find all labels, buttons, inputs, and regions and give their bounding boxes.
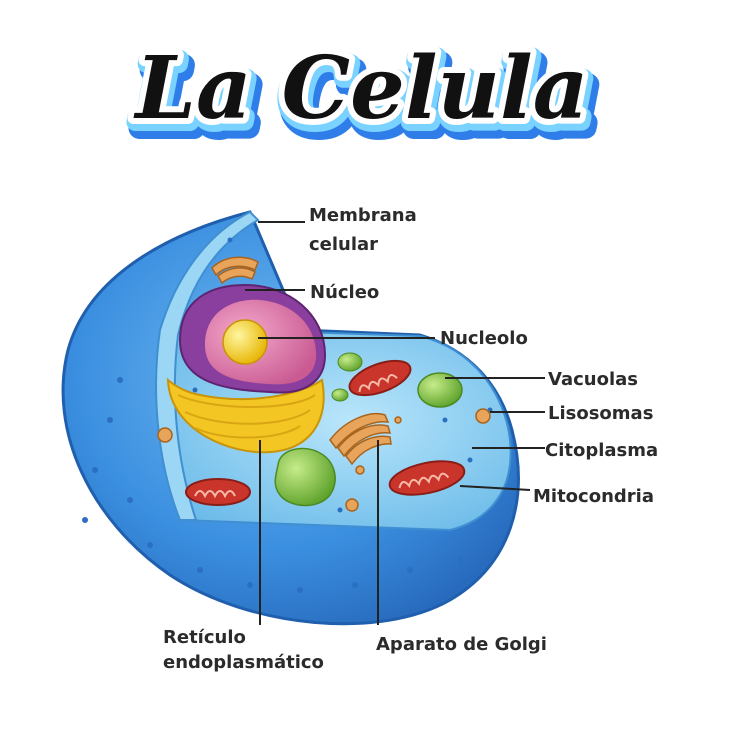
title-shadow: La Celula — [139, 48, 595, 149]
lysosome-3 — [345, 498, 359, 512]
label-golgi: Aparato de Golgi — [376, 634, 547, 655]
label-membrana-2: celular — [309, 234, 378, 255]
vacuole-large — [274, 447, 336, 507]
vacuole-small-1 — [337, 352, 363, 372]
label-vacuolas: Vacuolas — [548, 369, 638, 390]
title-graphic: La Celula La Celula La Celula La Celula — [126, 32, 606, 160]
label-nucleo: Núcleo — [310, 282, 379, 303]
endoplasmic-reticulum — [166, 377, 325, 454]
lysosome-2 — [157, 427, 173, 443]
vacuole-small-2 — [331, 388, 349, 402]
leader-mitocondria — [459, 485, 531, 491]
mitochondria-2 — [388, 460, 466, 496]
page-title: La Celula — [133, 38, 589, 139]
title-glow: La Celula — [135, 42, 591, 143]
golgi-top — [211, 256, 259, 285]
vacuole-right — [417, 372, 463, 408]
golgi-apparatus — [329, 413, 402, 475]
label-mitocondria: Mitocondria — [533, 486, 654, 507]
label-reticulo-2: endoplasmático — [163, 652, 324, 673]
title-banner: La Celula La Celula La Celula La Celula — [0, 18, 736, 168]
leader-lines — [245, 221, 545, 625]
cut-wall — [155, 210, 260, 521]
lysosome-1 — [475, 408, 491, 424]
mitochondria-1 — [348, 359, 412, 397]
title-outline: La Celula — [133, 38, 589, 139]
label-reticulo-1: Retículo — [163, 627, 246, 648]
nucleolus — [222, 319, 268, 365]
label-nucleolo: Nucleolo — [440, 328, 528, 349]
label-citoplasma: Citoplasma — [545, 440, 658, 461]
label-lisosomas: Lisosomas — [548, 403, 653, 424]
label-membrana-1: Membrana — [309, 205, 417, 226]
mitochondria-3 — [185, 478, 251, 506]
